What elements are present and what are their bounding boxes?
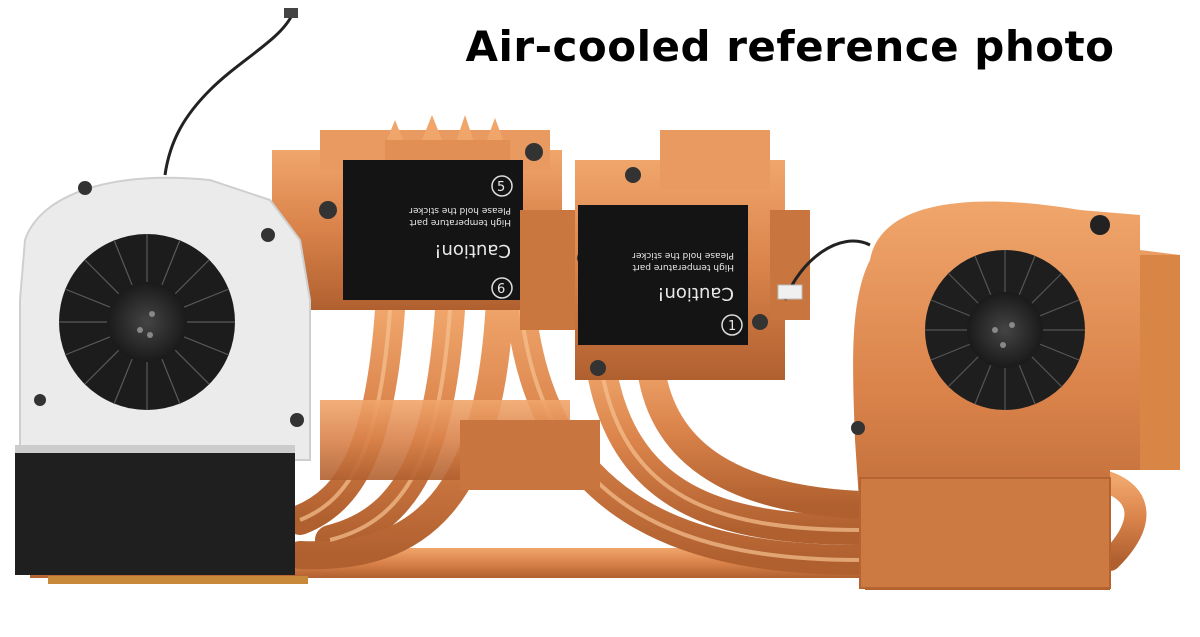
sticker-left-badge-bottom: 6 <box>497 282 505 297</box>
page-title: Air-cooled reference photo <box>465 22 1115 71</box>
cable-left <box>163 14 294 176</box>
cable-connector-left <box>284 8 298 18</box>
sticker-right-caution: Caution! <box>657 283 734 304</box>
sticker-left-line1: High temperature part <box>409 217 511 227</box>
sticker-right-badge: 1 <box>728 319 736 334</box>
sticker-right-line1: High temperature part <box>632 262 734 272</box>
sticker-left-caution: Caution! <box>434 240 511 261</box>
sticker-left-badge-top: 5 <box>497 180 505 195</box>
right-fan <box>777 201 1180 591</box>
left-fan <box>15 176 311 575</box>
sticker-right-line2: Please hold the sticker <box>632 250 734 260</box>
caution-sticker-left: Caution! High temperature part Please ho… <box>343 160 523 300</box>
caution-sticker-right: Caution! High temperature part Please ho… <box>578 205 748 345</box>
sticker-left-line2: Please hold the sticker <box>409 205 511 215</box>
mid-plate-right <box>460 420 600 490</box>
